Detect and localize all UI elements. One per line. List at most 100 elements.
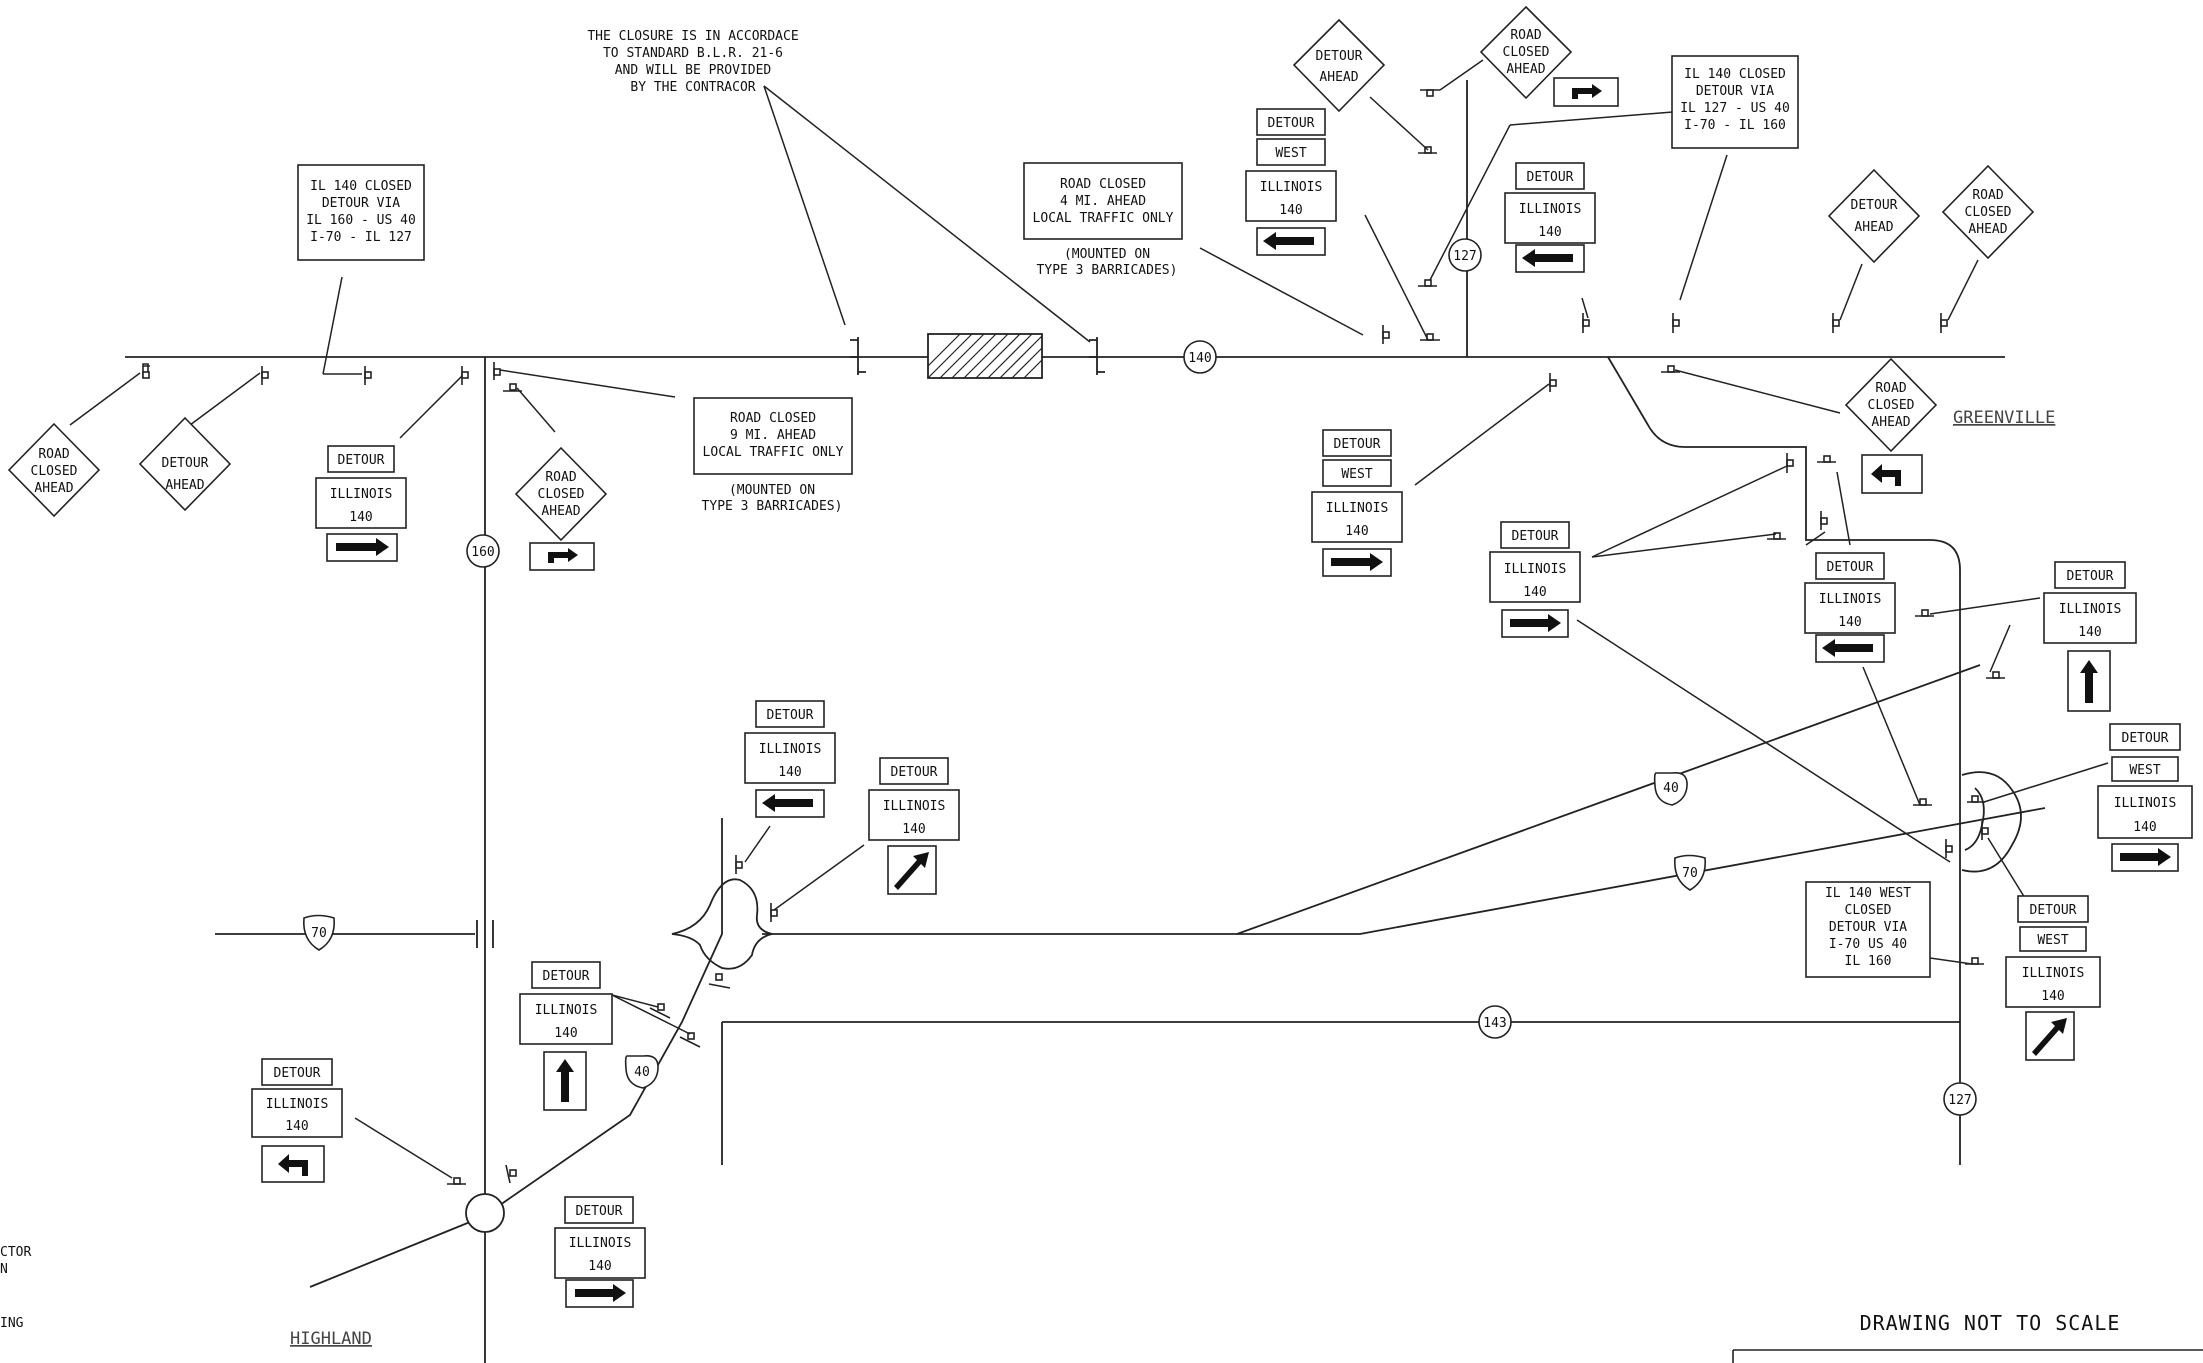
sign-road-closed-ahead: ROAD CLOSED AHEAD bbox=[1941, 164, 2035, 260]
svg-text:ILLINOIS: ILLINOIS bbox=[1519, 202, 1582, 217]
svg-text:CLOSED: CLOSED bbox=[1503, 45, 1550, 60]
right-arrow-icon bbox=[1510, 614, 1561, 632]
svg-text:CLOSED: CLOSED bbox=[1845, 903, 1892, 918]
detour-sign-assembly: DETOUR ILLINOIS 140 bbox=[744, 700, 836, 818]
svg-text:140: 140 bbox=[588, 1259, 611, 1274]
post-icon bbox=[364, 371, 372, 379]
us40-shield: 40 bbox=[1653, 771, 1688, 806]
sign-road-closed-4mi: ROAD CLOSED 4 MI. AHEAD LOCAL TRAFFIC ON… bbox=[1023, 162, 1183, 240]
route-shields: 140 160 127 127 143 40 40 70 70 bbox=[302, 238, 1977, 1116]
svg-text:140: 140 bbox=[2078, 625, 2101, 640]
svg-text:140: 140 bbox=[1523, 585, 1546, 600]
svg-text:ILLINOIS: ILLINOIS bbox=[2022, 966, 2085, 981]
post-icon bbox=[1940, 319, 1948, 327]
il160-shield: 160 bbox=[466, 534, 500, 568]
greenville-street bbox=[1607, 356, 1961, 1165]
svg-text:4 MI. AHEAD: 4 MI. AHEAD bbox=[1060, 194, 1146, 209]
road-network bbox=[125, 80, 2046, 1363]
margin-fragment: N bbox=[0, 1262, 8, 1277]
svg-text:IL 127 - US 40: IL 127 - US 40 bbox=[1680, 101, 1790, 116]
right-arrow-icon bbox=[575, 1284, 626, 1302]
svg-text:ILLINOIS: ILLINOIS bbox=[1326, 501, 1389, 516]
svg-text:(MOUNTED ON: (MOUNTED ON bbox=[1064, 247, 1150, 262]
svg-text:140: 140 bbox=[2041, 989, 2064, 1004]
svg-text:IL 140 CLOSED: IL 140 CLOSED bbox=[310, 179, 412, 194]
post-icon bbox=[142, 363, 150, 378]
svg-text:DETOUR: DETOUR bbox=[1512, 529, 1559, 544]
post-icon bbox=[1945, 845, 1953, 853]
svg-text:THE CLOSURE IS IN ACCORDACE: THE CLOSURE IS IN ACCORDACE bbox=[587, 29, 798, 44]
closure-area bbox=[927, 333, 1043, 379]
svg-text:LOCAL TRAFFIC ONLY: LOCAL TRAFFIC ONLY bbox=[1033, 211, 1174, 226]
post-icon bbox=[1667, 365, 1675, 373]
svg-text:40: 40 bbox=[634, 1065, 650, 1080]
svg-text:DETOUR: DETOUR bbox=[338, 453, 385, 468]
post-icon bbox=[1786, 459, 1794, 467]
svg-text:AHEAD: AHEAD bbox=[34, 481, 73, 496]
turn-right-arrow-plaque bbox=[1553, 77, 1619, 107]
svg-text:ILLINOIS: ILLINOIS bbox=[330, 487, 393, 502]
svg-text:ILLINOIS: ILLINOIS bbox=[266, 1097, 329, 1112]
svg-text:143: 143 bbox=[1483, 1016, 1506, 1031]
svg-text:DETOUR: DETOUR bbox=[1316, 49, 1363, 64]
svg-text:ROAD: ROAD bbox=[1875, 381, 1906, 396]
post-icon bbox=[1992, 671, 2000, 679]
sign-road-closed-ahead: ROAD CLOSED AHEAD bbox=[7, 422, 101, 518]
post-icon bbox=[1426, 89, 1434, 97]
svg-text:DETOUR: DETOUR bbox=[2067, 569, 2114, 584]
post-icon bbox=[509, 1169, 517, 1177]
us40-road bbox=[1236, 664, 1981, 935]
svg-text:127: 127 bbox=[1453, 249, 1476, 264]
right-arrow-icon bbox=[2120, 848, 2171, 866]
us40-southwest-road bbox=[499, 818, 723, 1206]
sign-road-closed-ahead: ROAD CLOSED AHEAD bbox=[1844, 357, 1938, 453]
sign-detour-ahead: DETOUR AHEAD bbox=[1827, 168, 1921, 264]
post-icon bbox=[657, 1003, 665, 1011]
detour-sign-assembly: DETOUR ILLINOIS 140 bbox=[2043, 561, 2137, 712]
sign-posts bbox=[142, 89, 2005, 1185]
highland-roundabout bbox=[465, 1193, 505, 1233]
sign-detour-ahead: DETOUR AHEAD bbox=[1292, 18, 1386, 113]
detour-sign-assembly: DETOUR ILLINOIS 140 bbox=[519, 961, 613, 1111]
svg-text:WEST: WEST bbox=[2037, 933, 2068, 948]
svg-text:140: 140 bbox=[349, 510, 372, 525]
svg-text:ILLINOIS: ILLINOIS bbox=[2059, 602, 2122, 617]
svg-text:140: 140 bbox=[1279, 203, 1302, 218]
svg-text:ILLINOIS: ILLINOIS bbox=[1260, 180, 1323, 195]
post-icon bbox=[1919, 798, 1927, 806]
svg-text:ROAD CLOSED: ROAD CLOSED bbox=[730, 411, 816, 426]
detour-sign-assembly: DETOUR ILLINOIS 140 bbox=[554, 1196, 646, 1308]
svg-text:CLOSED: CLOSED bbox=[1868, 398, 1915, 413]
svg-text:AHEAD: AHEAD bbox=[1968, 222, 2007, 237]
post-icon bbox=[1672, 319, 1680, 327]
svg-text:I-70 US 40: I-70 US 40 bbox=[1829, 937, 1907, 952]
post-icon bbox=[715, 973, 723, 981]
us127-shield: 127 bbox=[1448, 238, 1482, 272]
up-arrow-icon bbox=[2080, 660, 2098, 703]
svg-text:DETOUR: DETOUR bbox=[1851, 198, 1898, 213]
svg-text:ROAD CLOSED: ROAD CLOSED bbox=[1060, 177, 1146, 192]
svg-text:40: 40 bbox=[1663, 781, 1679, 796]
svg-text:140: 140 bbox=[1538, 225, 1561, 240]
svg-text:ROAD: ROAD bbox=[545, 470, 576, 485]
post-icon bbox=[687, 1032, 695, 1040]
svg-text:TO STANDARD B.L.R. 21-6: TO STANDARD B.L.R. 21-6 bbox=[603, 46, 783, 61]
svg-text:IL 160 - US 40: IL 160 - US 40 bbox=[306, 213, 416, 228]
post-icon bbox=[1582, 319, 1590, 327]
post-icon bbox=[1820, 517, 1828, 525]
svg-text:WEST: WEST bbox=[2129, 763, 2160, 778]
svg-text:ROAD: ROAD bbox=[38, 447, 69, 462]
svg-text:DETOUR: DETOUR bbox=[543, 969, 590, 984]
right-arrow-icon bbox=[336, 538, 389, 556]
sign-road-closed-9mi: ROAD CLOSED 9 MI. AHEAD LOCAL TRAFFIC ON… bbox=[693, 397, 853, 475]
svg-text:TYPE 3 BARRICADES): TYPE 3 BARRICADES) bbox=[702, 499, 843, 514]
svg-text:ILLINOIS: ILLINOIS bbox=[1504, 562, 1567, 577]
detour-sign-assembly: DETOUR ILLINOIS 140 bbox=[868, 757, 960, 895]
svg-text:140: 140 bbox=[902, 822, 925, 837]
svg-text:160: 160 bbox=[471, 545, 494, 560]
left-arrow-icon bbox=[1522, 249, 1573, 267]
left-arrow-icon bbox=[762, 794, 813, 812]
detour-west-sign-assembly: DETOUR WEST ILLINOIS 140 bbox=[2097, 723, 2193, 872]
svg-text:ILLINOIS: ILLINOIS bbox=[883, 799, 946, 814]
svg-text:ILLINOIS: ILLINOIS bbox=[569, 1236, 632, 1251]
